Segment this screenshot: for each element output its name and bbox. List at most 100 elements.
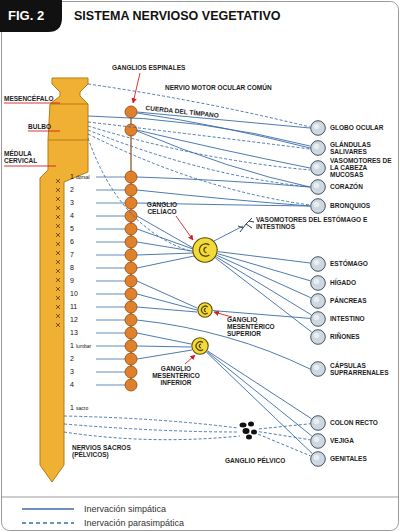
organ-highlight: [314, 279, 320, 285]
node-shape: [310, 275, 326, 291]
organ-highlight: [314, 297, 320, 303]
organ-circle: [311, 434, 326, 449]
spinal-cord: [40, 78, 88, 482]
leader-arrow: [133, 73, 140, 103]
node-shape: [237, 419, 259, 441]
cord-marks: [56, 179, 60, 327]
node-shape: [310, 329, 326, 345]
ganglion-label: GANGLIO CELÍACO: [134, 201, 190, 215]
organ-circle: [311, 121, 326, 136]
ganglion-symbol: [199, 244, 209, 256]
node-shape: [310, 120, 326, 136]
segment-number: 8: [70, 264, 74, 272]
legend-swatch: [22, 519, 74, 527]
segment-number: 3: [70, 199, 74, 207]
organ-highlight: [314, 455, 320, 461]
organ-highlight: [314, 202, 320, 208]
sympathetic-nerve: [208, 351, 312, 419]
node-shape: [310, 160, 326, 176]
organ-node: COLON RECTO: [310, 415, 326, 431]
node-shape: [310, 415, 326, 431]
sympathetic-nerve: [217, 255, 311, 297]
sympathetic-nerve: [207, 352, 313, 453]
ganglion-node: GANGLIO MESENTÉRICO SUPERIOR: [197, 302, 213, 318]
organ-node: GLÁNDULAS SALIVARES: [310, 140, 326, 156]
segment-number: 2: [70, 186, 74, 194]
organ-highlight: [314, 315, 320, 321]
segment-number: 3: [70, 368, 74, 376]
segment-number: 5: [70, 225, 74, 233]
parasympathetic-nerves: [64, 84, 310, 440]
organ-node: GENITALES: [310, 451, 326, 467]
sympathetic-nerve: [207, 352, 312, 436]
organ-highlight: [314, 333, 320, 339]
leader-arrow: [176, 216, 193, 240]
ganglion-node: GANGLIO CELÍACO: [192, 237, 218, 263]
organ-highlight: [314, 164, 320, 170]
cord-region-label: MÉDULA CERVICAL: [4, 150, 44, 164]
ganglion-blob: [251, 430, 257, 435]
ganglion-label: GANGLIO PÉLVICO: [225, 457, 285, 464]
organ-node: VASOMOTORES DE LA CABEZA MUCOSAS: [310, 160, 326, 176]
organ-highlight: [314, 183, 320, 189]
organ-node: ESTÓMAGO: [310, 256, 326, 272]
ganglion-symbol: [202, 306, 208, 314]
segment-number: 2: [70, 355, 74, 363]
organ-highlight: [314, 437, 320, 443]
organ-circle: [311, 257, 326, 272]
node-shape: [310, 293, 326, 309]
sympathetic-nerves: [88, 112, 310, 369]
organ-highlight: [314, 124, 320, 130]
ganglion-blob: [243, 428, 250, 434]
sympathetic-nerve: [218, 252, 310, 263]
parasympathetic-nerve: [259, 432, 310, 440]
legend-text: Inervación simpática: [84, 503, 166, 515]
organ-circle: [311, 199, 326, 214]
sympathetic-nerve: [216, 257, 311, 315]
organ-node: GLOBO OCULAR: [310, 120, 326, 136]
organ-label: CÁPSULAS SUPRARRENALES: [330, 362, 396, 376]
organ-label: GENITALES: [330, 455, 396, 462]
node-shape: [192, 237, 218, 263]
node-shape: [310, 451, 326, 467]
organ-circle: [311, 362, 326, 377]
organ-label: INTESTINO: [330, 315, 396, 322]
organ-circle: [311, 141, 326, 156]
vasomotor-label: VASOMOTORES DEL ESTÓMAGO E INTESTINOS: [256, 216, 376, 230]
segment-name: dorsal: [76, 175, 90, 181]
segment-number: 1: [70, 404, 74, 412]
segment-number: 7: [70, 251, 74, 259]
segment-number: 11: [70, 303, 77, 311]
segment-number: 4: [70, 212, 74, 220]
leader-arrow: [185, 355, 195, 364]
organ-label: VEJIGA: [330, 437, 396, 444]
header-tab: [0, 0, 62, 32]
node-shape: [310, 361, 326, 377]
organ-circle: [311, 276, 326, 291]
organ-label: RIÑONES: [330, 333, 396, 340]
organ-label: PÁNCREAS: [330, 297, 396, 304]
organ-circle: [311, 312, 326, 327]
organ-highlight: [314, 419, 320, 425]
node-shape: [197, 302, 213, 318]
ganglion-label: GANGLIO MESENTÉRICO SUPERIOR: [227, 316, 283, 337]
brain-region-label: BULBO: [28, 123, 51, 130]
ganglion-circle: [192, 338, 208, 354]
organ-node: VEJIGA: [310, 433, 326, 449]
organ-node: RIÑONES: [310, 329, 326, 345]
ganglion-node: GANGLIO MESENTÉRICO INFERIOR: [191, 337, 209, 355]
organ-label: COLON RECTO: [330, 419, 396, 426]
legend-swatch: [22, 505, 74, 513]
organ-circle: [311, 180, 326, 195]
brain-region-label: MESENCÉFALO: [4, 95, 53, 102]
node-shape: [310, 198, 326, 214]
segment-number: 1: [70, 342, 74, 350]
ganglion-blob: [240, 423, 247, 428]
legend-line: [22, 508, 74, 509]
organ-circle: [311, 452, 326, 467]
organ-label: CORAZÓN: [330, 183, 396, 190]
ganglion-circle: [198, 303, 212, 317]
ganglion-blob: [248, 422, 254, 427]
